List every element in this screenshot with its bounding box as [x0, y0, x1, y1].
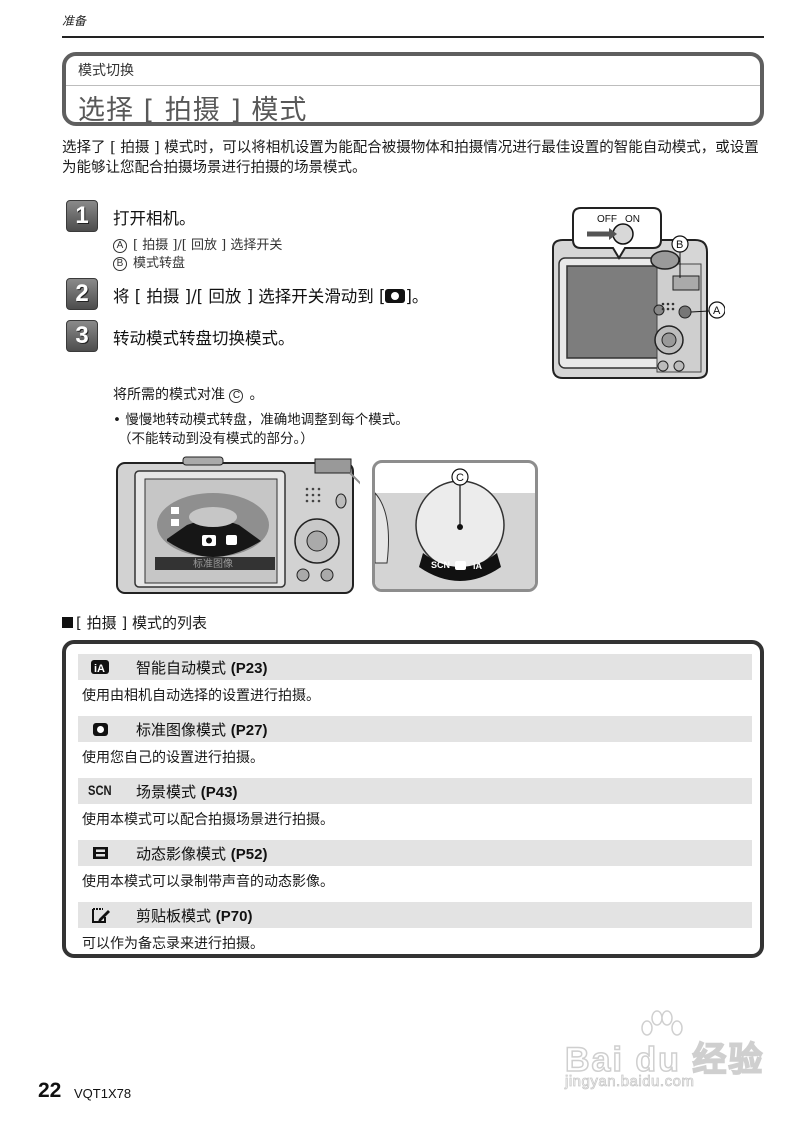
mode-list-box: iA 智能自动模式 (P23) 使用由相机自动选择的设置进行拍摄。 标准图像模式… [62, 640, 764, 958]
bullet-note: • 慢慢地转动模式转盘，准确地调整到每个模式。 [113, 412, 409, 428]
mode-name: 场景模式 (P43) [136, 783, 238, 801]
align-note: 将所需的模式对准 C 。 [113, 384, 263, 404]
mode-name: 剪贴板模式 (P70) [136, 907, 253, 925]
step-3-text: 转动模式转盘切换模式。 [113, 329, 295, 348]
document-code: VQT1X78 [74, 1086, 132, 1101]
marker-c-icon: C [229, 389, 244, 403]
title-divider [66, 85, 760, 86]
mode-dial-callout: SCN iA C [372, 460, 538, 592]
section-kicker: 模式切换 [78, 63, 134, 79]
svg-text:iA: iA [94, 663, 105, 675]
sub-a-text: [ 拍摄 ]/[ 回放 ] 选择开关 [133, 238, 283, 253]
header-rule [62, 36, 764, 38]
mode-description: 使用本模式可以录制带声音的动态影像。 [82, 874, 334, 890]
step-1-sub-a: A [ 拍摄 ]/[ 回放 ] 选择开关 [113, 234, 282, 253]
camera-back-illustration: 标准图像 [115, 455, 373, 595]
mode-list-heading: [ 拍摄 ] 模式的列表 [62, 612, 207, 633]
svg-text:ON: ON [625, 214, 640, 225]
mode-item-scene: SCN 场景模式 (P43) 使用本模式可以配合拍摄场景进行拍摄。 [78, 778, 752, 840]
step-2-text-before: 将 [ 拍摄 ]/[ 回放 ] 选择开关滑动到 [ [113, 287, 386, 306]
mode-description: 使用您自己的设置进行拍摄。 [82, 750, 264, 766]
step-2-text-after: ]。 [405, 287, 429, 306]
mode-list-heading-text: [ 拍摄 ] 模式的列表 [76, 614, 208, 632]
watermark-url: jingyan.baidu.com [565, 1073, 695, 1091]
paw-icon [641, 1010, 683, 1036]
svg-text:OFF: OFF [597, 214, 617, 225]
watermark-logo: Bai du 经验 [564, 1040, 765, 1080]
mode-item-header: 动态影像模式 (P52) [78, 840, 752, 866]
step-1-sub-b: B 模式转盘 [113, 252, 185, 271]
mode-item-normal-picture: 标准图像模式 (P27) 使用您自己的设置进行拍摄。 [78, 716, 752, 778]
scene-icon: SCN [88, 782, 112, 798]
mode-description: 使用由相机自动选择的设置进行拍摄。 [82, 688, 320, 704]
svg-text:标准图像: 标准图像 [193, 558, 233, 570]
motion-picture-icon [93, 847, 108, 859]
running-header: 准备 [62, 14, 87, 28]
step-2-text: 将 [ 拍摄 ]/[ 回放 ] 选择开关滑动到 [ ]。 [113, 283, 428, 307]
camera-top-illustration: OFF ON B A [545, 200, 726, 380]
section-title-box: 模式切换 选择 [ 拍摄 ] 模式 [62, 52, 764, 126]
align-note-text: 将所需的模式对准 [113, 387, 225, 403]
mode-item-header: 标准图像模式 (P27) [78, 716, 752, 742]
camera-icon [385, 289, 406, 303]
mode-description: 使用本模式可以配合拍摄场景进行拍摄。 [82, 812, 334, 828]
step-3-badge: 3 [66, 320, 98, 352]
mode-item-header: SCN 场景模式 (P43) [78, 778, 752, 804]
sub-b-text: 模式转盘 [133, 256, 186, 271]
page-title: 选择 [ 拍摄 ] 模式 [78, 95, 308, 126]
camera-icon [93, 723, 108, 736]
mode-item-header: 剪贴板模式 (P70) [78, 902, 752, 928]
mode-item-intelligent-auto: iA 智能自动模式 (P23) 使用由相机自动选择的设置进行拍摄。 [78, 654, 752, 716]
mode-name: 智能自动模式 (P23) [136, 659, 268, 677]
svg-text:iA: iA [473, 561, 483, 571]
clipboard-icon [92, 908, 110, 923]
align-note-end: 。 [249, 387, 264, 403]
mode-name: 动态影像模式 (P52) [136, 845, 268, 863]
mode-name: 标准图像模式 (P27) [136, 721, 268, 739]
svg-text:B: B [676, 239, 683, 251]
marker-a-icon: A [113, 239, 127, 253]
page-number: 22 [38, 1079, 62, 1102]
step-2-badge: 2 [66, 278, 98, 310]
intro-paragraph: 选择了 [ 拍摄 ] 模式时，可以将相机设置为能配合被摄物体和拍摄情况进行最佳设… [62, 140, 759, 176]
step-1-text: 打开相机。 [113, 209, 196, 228]
watermark: Bai du 经验 jingyan.baidu.com [564, 1010, 765, 1090]
svg-text:SCN: SCN [431, 560, 450, 570]
marker-b-icon: B [113, 257, 127, 271]
paren-note: （不能转动到没有模式的部分。） [118, 431, 314, 447]
mode-description: 可以作为备忘录来进行拍摄。 [82, 936, 264, 952]
mode-item-motion-picture: 动态影像模式 (P52) 使用本模式可以录制带声音的动态影像。 [78, 840, 752, 902]
intelligent-auto-icon: iA [91, 660, 109, 675]
mode-item-header: iA 智能自动模式 (P23) [78, 654, 752, 680]
square-bullet-icon [62, 617, 73, 628]
mode-item-clipboard: 剪贴板模式 (P70) 可以作为备忘录来进行拍摄。 [78, 902, 752, 964]
svg-text:C: C [456, 472, 464, 484]
svg-text:A: A [713, 305, 721, 317]
step-1-badge: 1 [66, 200, 98, 232]
